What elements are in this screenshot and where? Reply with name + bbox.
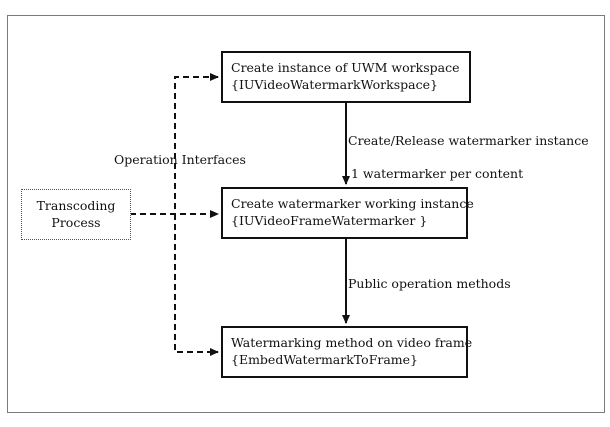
- create-release-label: Create/Release watermarker instance: [348, 133, 589, 148]
- transcoding-line1: Transcoding: [36, 198, 116, 213]
- embed-line1: Watermarking method on video frame: [231, 335, 473, 350]
- embed-line2: {EmbedWatermarkToFrame}: [231, 352, 418, 367]
- dashed-arrow-to-workspace: [130, 73, 219, 215]
- per-content-label: 1 watermarker per content: [351, 166, 524, 181]
- watermarker-node: Create watermarker working instance {IUV…: [221, 187, 474, 239]
- public-methods-label: Public operation methods: [348, 276, 511, 291]
- workspace-line1: Create instance of UWM workspace: [231, 60, 460, 75]
- diagram-frame: [7, 15, 605, 413]
- operation-interface-connectors: [130, 73, 219, 356]
- dashed-arrow-to-embed: [174, 214, 219, 356]
- watermarker-line1: Create watermarker working instance: [231, 196, 474, 211]
- operation-interfaces-label: Operation Interfaces: [114, 152, 246, 167]
- workspace-node: Create instance of UWM workspace {IUVide…: [221, 51, 471, 103]
- transcoding-line2: Process: [51, 215, 101, 230]
- embed-node: Watermarking method on video frame {Embe…: [221, 326, 473, 378]
- workspace-line2: {IUVideoWatermarkWorkspace}: [231, 77, 438, 92]
- watermarker-line2: {IUVideoFrameWatermarker }: [231, 213, 428, 228]
- transcoding-process-node: Transcoding Process: [21, 189, 131, 240]
